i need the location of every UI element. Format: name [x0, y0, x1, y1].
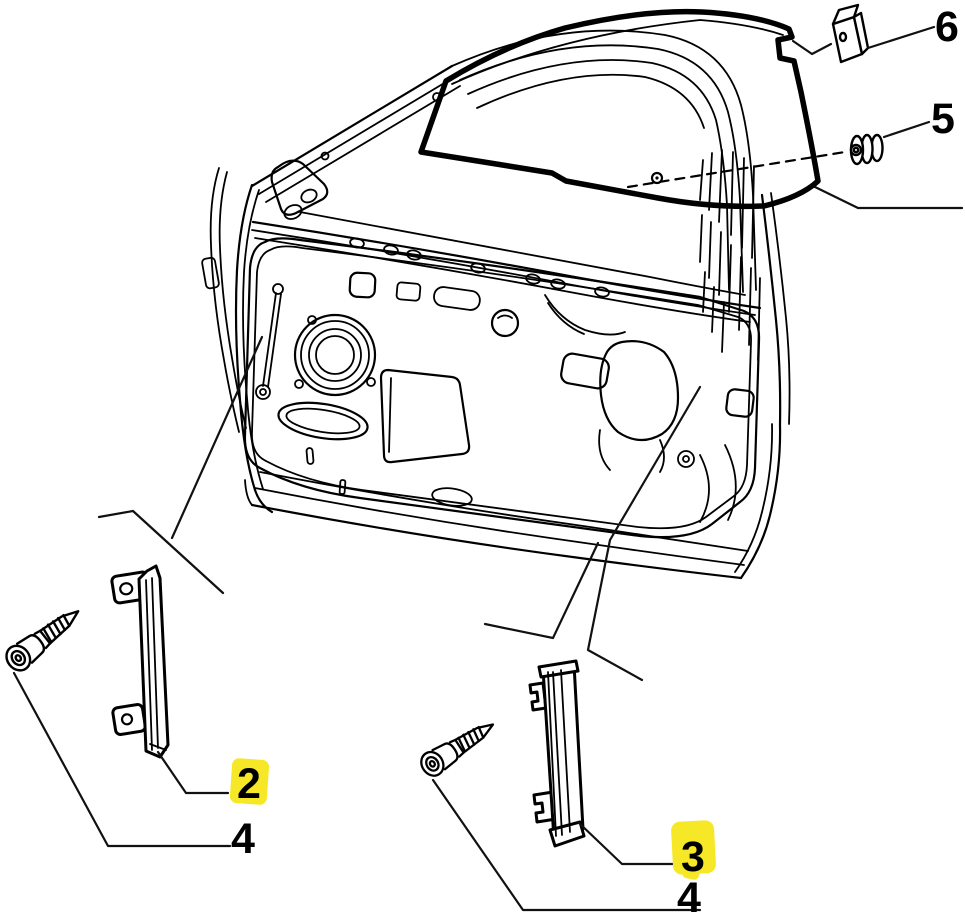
rear-guide-rail-part-3 [528, 659, 586, 848]
door-shell-drawing [201, 29, 791, 580]
screw-part-4-right [415, 713, 501, 782]
pointer-rail-3 [586, 385, 702, 682]
leader-4-right [431, 778, 702, 912]
callout-2[interactable]: 2 [237, 760, 261, 808]
leader-lines [12, 25, 964, 912]
alignment-dashed-line [626, 150, 847, 189]
highlight-2 [229, 758, 270, 805]
window-glass [418, 8, 847, 210]
grommet-part-5 [849, 133, 884, 166]
glass-corner-mark [791, 39, 833, 56]
front-guide-rail-part-2 [110, 564, 170, 759]
leader-6 [866, 25, 936, 50]
screw-part-4-left [0, 599, 88, 677]
callout-highlights [229, 758, 716, 880]
leader-2 [156, 750, 230, 795]
callout-6[interactable]: 6 [935, 3, 959, 51]
speaker-opening [293, 313, 377, 397]
callout-labels: 6 5 2 4 3 4 [231, 3, 959, 913]
bracket-rail-2 [97, 509, 225, 595]
leader-3 [576, 820, 679, 866]
highlight-3-tail [682, 861, 701, 880]
highlight-3 [671, 820, 716, 875]
spacer-block-part-6 [831, 3, 870, 64]
leader-5 [882, 120, 931, 139]
callout-4-left[interactable]: 4 [231, 815, 255, 863]
pointer-rail-2 [170, 335, 264, 540]
bracket-rail-3 [483, 541, 600, 640]
callout-5[interactable]: 5 [931, 95, 955, 143]
callout-3[interactable]: 3 [681, 833, 705, 881]
leader-4-left [12, 671, 232, 848]
leader-glass [811, 184, 964, 210]
callout-4-right[interactable]: 4 [677, 874, 701, 913]
